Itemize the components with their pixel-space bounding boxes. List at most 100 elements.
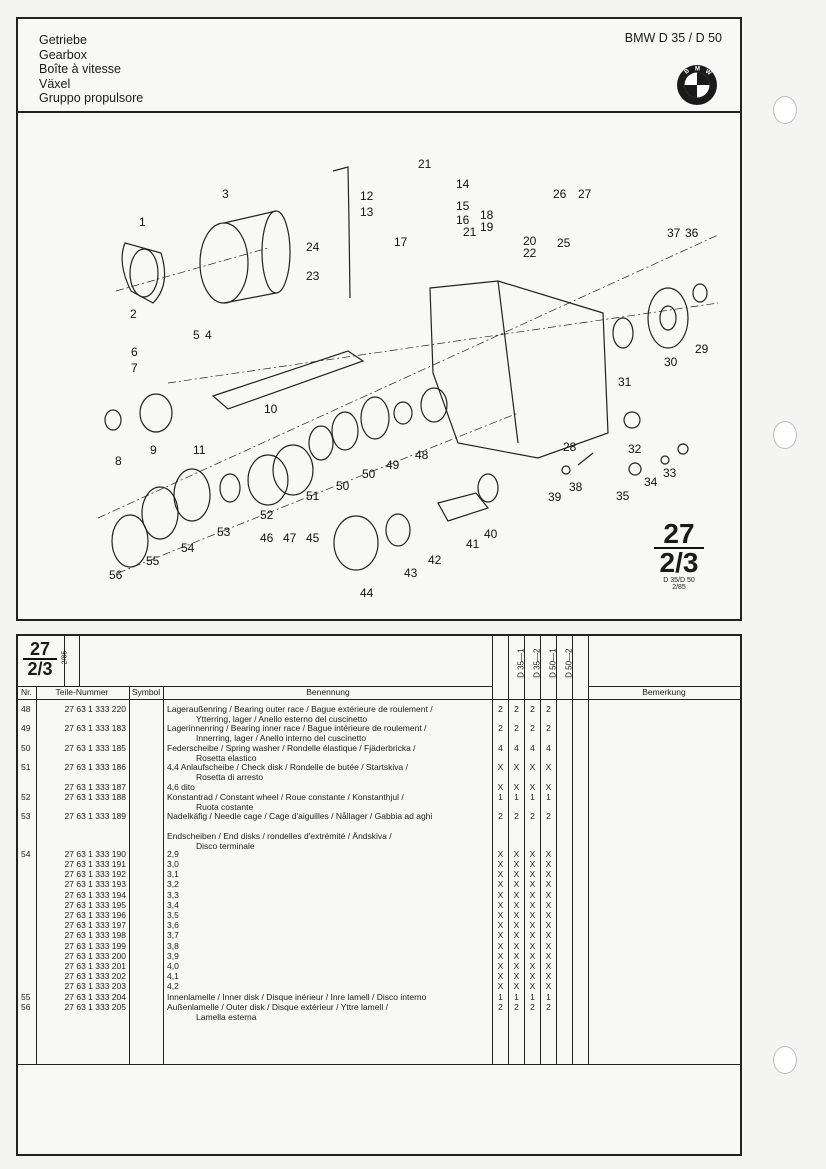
- row-qty-variant-4: X: [545, 961, 552, 971]
- row-description: Endscheiben / End disks / rondelles d'ex…: [167, 831, 392, 841]
- row-qty-variant-1: 2: [498, 1002, 503, 1012]
- row-qty-variant-1: X: [497, 879, 504, 889]
- callout-36: 36: [685, 226, 699, 240]
- bmw-roundel-icon: B M W: [676, 64, 718, 111]
- callout-37: 37: [667, 226, 681, 240]
- callout-35: 35: [616, 489, 630, 503]
- row-description: 4,2: [167, 981, 179, 991]
- row-qty-variant-4: X: [545, 910, 552, 920]
- row-part-number: 27 63 1 333 183: [64, 723, 126, 733]
- callout-27: 27: [578, 187, 592, 201]
- callout-5: 5: [193, 328, 200, 342]
- row-nr: 48: [21, 704, 31, 714]
- row-qty-variant-1: X: [497, 849, 504, 859]
- row-part-number: 27 63 1 333 194: [64, 890, 126, 900]
- row-nr: 49: [21, 723, 31, 733]
- callout-20: 20: [523, 234, 537, 248]
- row-part-number: 27 63 1 333 191: [64, 859, 126, 869]
- row-qty-variant-3: X: [529, 890, 536, 900]
- callout-33: 33: [663, 466, 677, 480]
- row-nr: 56: [21, 1002, 31, 1012]
- row-description: Außenlamelle / Outer disk / Disque extér…: [167, 1002, 388, 1012]
- section-titles: Getriebe Gearbox Boîte à vitesse Växel G…: [39, 33, 143, 106]
- page-group: 27: [654, 520, 704, 549]
- row-qty-variant-2: 1: [514, 992, 519, 1002]
- row-description: 3,1: [167, 869, 179, 879]
- row-part-number: 27 63 1 333 198: [64, 930, 126, 940]
- callout-29: 29: [695, 342, 709, 356]
- row-description-cont: Ruota costante: [196, 802, 254, 812]
- row-qty-variant-1: X: [497, 910, 504, 920]
- col-header-description: Benennung: [306, 687, 350, 697]
- row-qty-variant-3: X: [529, 762, 536, 772]
- row-description: 3,2: [167, 879, 179, 889]
- page-sub: 2/3: [659, 547, 699, 578]
- row-qty-variant-2: 4: [514, 743, 519, 753]
- callout-48: 48: [415, 448, 429, 462]
- row-qty-variant-1: X: [497, 890, 504, 900]
- col-header-nr: Nr.: [21, 687, 32, 697]
- row-description: Lageraußenring / Bearing outer race / Ba…: [167, 704, 433, 714]
- exploded-view-diagram: 1 2 3 4 5 6 7 8 9 10 11 12 13 14 15 16 1…: [18, 113, 740, 619]
- row-description: 3,0: [167, 859, 179, 869]
- col-sep: [36, 686, 37, 1064]
- row-qty-variant-1: X: [497, 920, 504, 930]
- col-header-symbol: Symbol: [131, 687, 161, 697]
- row-qty-variant-2: X: [513, 910, 520, 920]
- row-part-number: 27 63 1 333 195: [64, 900, 126, 910]
- row-qty-variant-2: X: [513, 859, 520, 869]
- row-qty-variant-1: X: [497, 859, 504, 869]
- row-description: 4,4 Anlaufscheibe / Check disk / Rondell…: [167, 762, 408, 772]
- row-qty-variant-2: X: [513, 971, 520, 981]
- callout-44: 44: [360, 586, 374, 600]
- row-qty-variant-2: X: [513, 869, 520, 879]
- row-nr: 53: [21, 811, 31, 821]
- col-header-variant-4: D 50—2: [564, 648, 574, 678]
- row-qty-variant-3: X: [529, 900, 536, 910]
- title-block: Getriebe Gearbox Boîte à vitesse Växel G…: [18, 19, 740, 113]
- row-qty-variant-1: X: [497, 782, 504, 792]
- callout-30: 30: [664, 355, 678, 369]
- col-header-part-number: Teile-Nummer: [55, 687, 109, 697]
- title-en: Gearbox: [39, 47, 87, 62]
- punch-hole: [773, 1046, 797, 1074]
- row-qty-variant-2: 2: [514, 811, 519, 821]
- row-qty-variant-4: 2: [546, 704, 551, 714]
- row-description: 4,0: [167, 961, 179, 971]
- row-nr: 51: [21, 762, 31, 772]
- row-qty-variant-2: 1: [514, 792, 519, 802]
- row-part-number: 27 63 1 333 197: [64, 920, 126, 930]
- row-description-cont: Rosetta elastico: [196, 753, 257, 763]
- punch-hole: [773, 96, 797, 124]
- row-part-number: 27 63 1 333 186: [64, 762, 126, 772]
- row-qty-variant-4: X: [545, 879, 552, 889]
- callout-53: 53: [217, 525, 231, 539]
- row-qty-variant-1: X: [497, 981, 504, 991]
- row-qty-variant-3: X: [529, 971, 536, 981]
- row-qty-variant-4: X: [545, 900, 552, 910]
- row-qty-variant-2: 2: [514, 704, 519, 714]
- callout-49: 49: [386, 458, 400, 472]
- row-qty-variant-4: 4: [546, 743, 551, 753]
- row-qty-variant-3: 2: [530, 1002, 535, 1012]
- row-part-number: 27 63 1 333 200: [64, 951, 126, 961]
- callout-3: 3: [222, 187, 229, 201]
- row-description: 3,4: [167, 900, 179, 910]
- callout-51: 51: [306, 489, 320, 503]
- row-qty-variant-3: X: [529, 951, 536, 961]
- row-qty-variant-2: X: [513, 849, 520, 859]
- row-part-number: 27 63 1 333 220: [64, 704, 126, 714]
- callout-41: 41: [466, 537, 480, 551]
- row-qty-variant-4: 2: [546, 723, 551, 733]
- row-qty-variant-1: 2: [498, 811, 503, 821]
- row-qty-variant-3: X: [529, 941, 536, 951]
- row-qty-variant-4: X: [545, 981, 552, 991]
- callout-46: 46: [260, 531, 274, 545]
- row-qty-variant-1: 4: [498, 743, 503, 753]
- row-qty-variant-4: 2: [546, 1002, 551, 1012]
- row-qty-variant-1: 2: [498, 704, 503, 714]
- row-part-number: 27 63 1 333 192: [64, 869, 126, 879]
- row-part-number: 27 63 1 333 203: [64, 981, 126, 991]
- row-qty-variant-3: 1: [530, 792, 535, 802]
- title-it: Gruppo propulsore: [39, 91, 144, 105]
